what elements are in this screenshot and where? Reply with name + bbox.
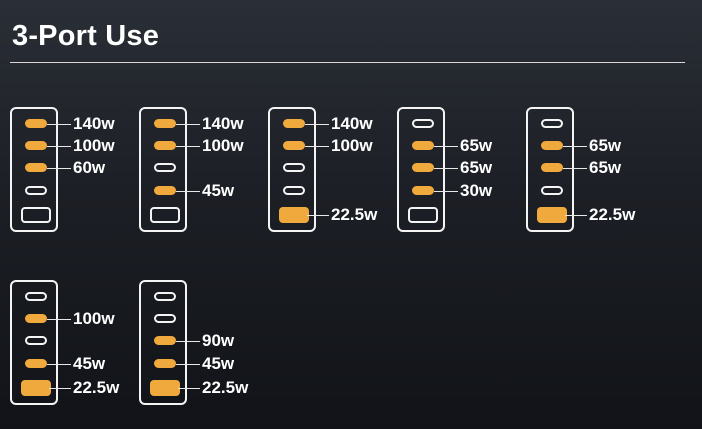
usb-c-port-active — [154, 186, 176, 195]
page-title: 3-Port Use — [12, 20, 160, 52]
usb-c-port-active — [412, 141, 434, 150]
port-leader-line — [47, 319, 71, 320]
usb-c-port-idle — [154, 292, 176, 301]
port-leader-line — [307, 215, 329, 216]
port-wattage-label: 100w — [73, 309, 115, 328]
usb-a-port-active — [279, 207, 309, 223]
port-wattage-label: 100w — [331, 136, 373, 155]
usb-c-port-idle — [541, 186, 563, 195]
usb-c-port-active — [283, 119, 305, 128]
usb-a-port-idle — [408, 207, 438, 223]
port-leader-line — [49, 388, 71, 389]
port-leader-line — [47, 146, 71, 147]
usb-c-port-active — [154, 336, 176, 345]
usb-c-port-active — [25, 141, 47, 150]
port-wattage-label: 100w — [202, 136, 244, 155]
port-leader-line — [176, 364, 200, 365]
port-leader-line — [305, 146, 329, 147]
usb-c-port-idle — [25, 186, 47, 195]
usb-c-port-idle — [283, 186, 305, 195]
usb-c-port-active — [25, 314, 47, 323]
port-wattage-label: 90w — [202, 331, 235, 350]
port-leader-line — [47, 364, 71, 365]
charger-diagram — [10, 107, 58, 232]
usb-c-port-idle — [283, 163, 305, 172]
port-leader-line — [47, 124, 71, 125]
usb-c-port-idle — [154, 163, 176, 172]
charger-diagram — [397, 107, 445, 232]
port-wattage-label: 65w — [589, 136, 622, 155]
usb-a-port-active — [150, 380, 180, 396]
usb-c-port-active — [541, 163, 563, 172]
port-leader-line — [434, 168, 458, 169]
usb-c-port-active — [154, 119, 176, 128]
usb-c-port-idle — [541, 119, 563, 128]
usb-c-port-idle — [25, 292, 47, 301]
usb-c-port-active — [25, 119, 47, 128]
port-leader-line — [176, 341, 200, 342]
port-leader-line — [176, 191, 200, 192]
usb-c-port-active — [154, 359, 176, 368]
charger-diagram — [10, 280, 58, 405]
port-leader-line — [178, 388, 200, 389]
port-wattage-label: 100w — [73, 136, 115, 155]
usb-c-port-idle — [412, 119, 434, 128]
usb-a-port-active — [21, 380, 51, 396]
port-leader-line — [47, 168, 71, 169]
port-wattage-label: 22.5w — [73, 378, 120, 397]
port-leader-line — [176, 146, 200, 147]
port-leader-line — [305, 124, 329, 125]
charger-diagram — [526, 107, 574, 232]
port-wattage-label: 45w — [202, 181, 235, 200]
port-leader-line — [565, 215, 587, 216]
usb-c-port-active — [154, 141, 176, 150]
usb-c-port-idle — [154, 314, 176, 323]
charger-diagram — [139, 107, 187, 232]
port-wattage-label: 22.5w — [331, 205, 378, 224]
port-wattage-label: 140w — [202, 114, 244, 133]
usb-a-port-idle — [21, 207, 51, 223]
port-leader-line — [563, 146, 587, 147]
usb-a-port-idle — [150, 207, 180, 223]
usb-c-port-active — [541, 141, 563, 150]
usb-c-port-active — [25, 359, 47, 368]
usb-c-port-active — [412, 163, 434, 172]
port-leader-line — [176, 124, 200, 125]
charger-diagram — [268, 107, 316, 232]
title-divider — [10, 62, 685, 63]
port-wattage-label: 45w — [73, 354, 106, 373]
port-wattage-label: 30w — [460, 181, 493, 200]
charger-diagram — [139, 280, 187, 405]
port-wattage-label: 22.5w — [202, 378, 249, 397]
port-wattage-label: 45w — [202, 354, 235, 373]
port-wattage-label: 140w — [73, 114, 115, 133]
usb-c-port-active — [412, 186, 434, 195]
usb-a-port-active — [537, 207, 567, 223]
usb-c-port-active — [283, 141, 305, 150]
port-wattage-label: 65w — [589, 158, 622, 177]
port-wattage-label: 60w — [73, 158, 106, 177]
port-wattage-label: 22.5w — [589, 205, 636, 224]
port-wattage-label: 65w — [460, 158, 493, 177]
port-wattage-label: 140w — [331, 114, 373, 133]
usb-c-port-active — [25, 163, 47, 172]
usb-c-port-idle — [25, 336, 47, 345]
port-leader-line — [563, 168, 587, 169]
port-wattage-label: 65w — [460, 136, 493, 155]
port-leader-line — [434, 146, 458, 147]
port-leader-line — [434, 191, 458, 192]
